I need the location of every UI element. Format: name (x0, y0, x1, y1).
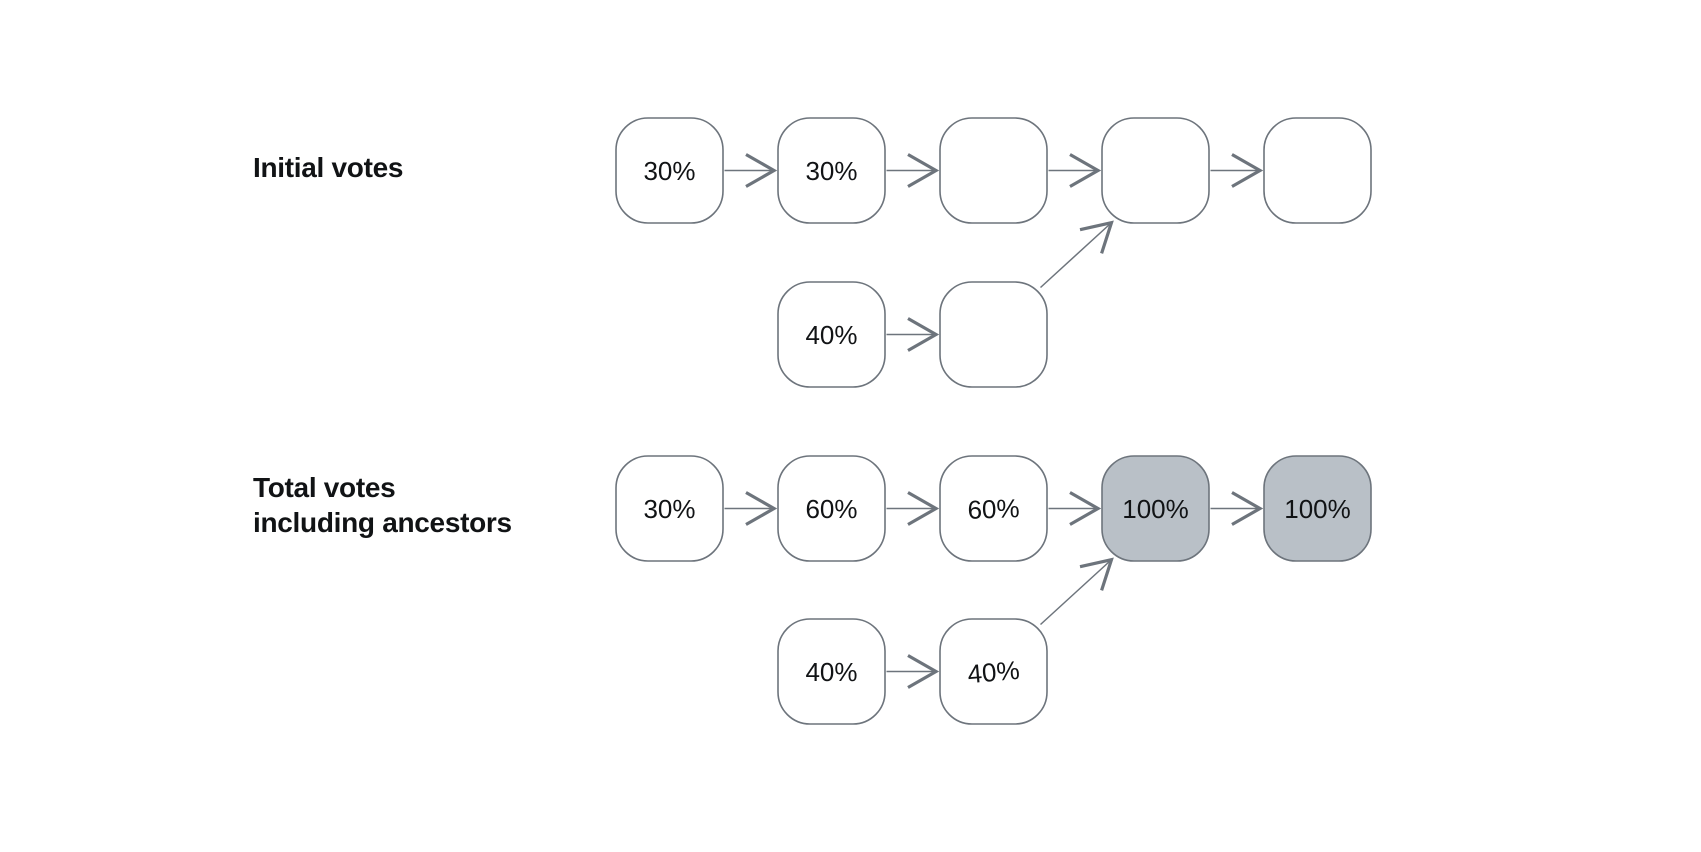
initial-node-1 (615, 117, 724, 224)
total-node-1 (615, 455, 724, 562)
group-label-initial-votes: Initial votes (253, 152, 403, 183)
total-node-4-highlighted (1101, 455, 1210, 562)
total-node-1-value: 30% (643, 494, 695, 524)
initial-node-4 (1101, 117, 1210, 224)
total-node-5-highlighted (1263, 455, 1372, 562)
initial-node-5 (1263, 117, 1372, 224)
initial-branch-node-1-value: 40% (805, 320, 857, 350)
merge-arrow-connector (1039, 220, 1114, 289)
initial-node-2-value: 30% (805, 156, 857, 186)
group-label-total-votes-line2: including ancestors (253, 507, 512, 538)
total-branch-node-1 (777, 618, 886, 725)
initial-node-1-value: 30% (643, 156, 695, 186)
total-votes-group: Total votes including ancestors 30% 60% … (253, 455, 1372, 725)
initial-branch-node-1 (777, 281, 886, 388)
total-branch-node-1-value: 40% (805, 657, 857, 687)
total-branch-node-2 (939, 618, 1048, 725)
initial-node-3 (939, 117, 1048, 224)
initial-node-2 (777, 117, 886, 224)
initial-votes-group: Initial votes 30% 30% 40% (253, 117, 1372, 388)
total-branch-node-2-value: 40% (966, 655, 1020, 689)
total-node-3 (939, 455, 1048, 562)
group-label-total-votes-line1: Total votes (253, 472, 395, 503)
total-node-4-value: 100% (1122, 494, 1189, 524)
merge-arrow-connector (1039, 557, 1114, 626)
total-node-5-value: 100% (1284, 494, 1351, 524)
total-node-3-value: 60% (967, 493, 1020, 525)
initial-branch-node-2 (939, 281, 1048, 388)
total-node-2 (777, 455, 886, 562)
total-node-2-value: 60% (805, 494, 857, 524)
